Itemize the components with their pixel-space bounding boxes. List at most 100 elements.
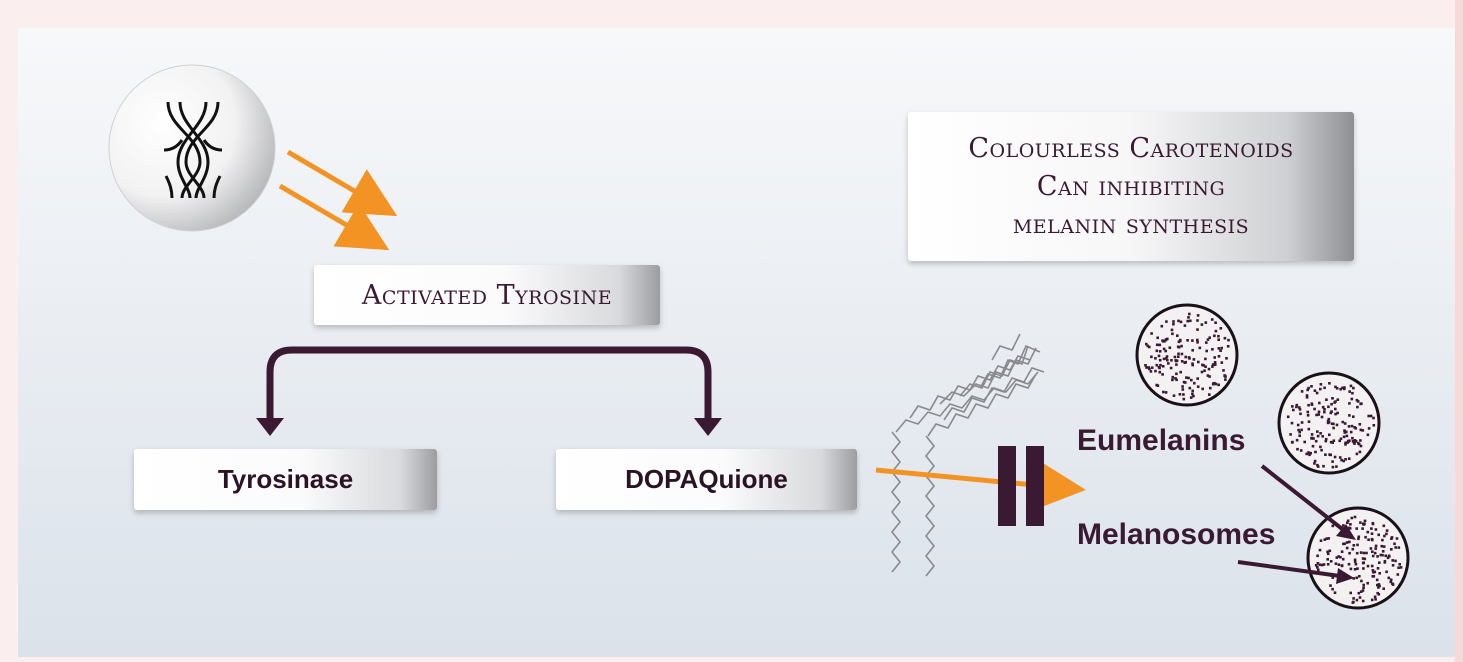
melanosome-dot bbox=[1313, 459, 1317, 463]
melanosome-dot bbox=[1145, 366, 1148, 369]
melanosome-dot bbox=[1150, 366, 1154, 369]
melanosome-dot bbox=[1357, 442, 1361, 446]
melanosome-dot bbox=[1343, 429, 1346, 432]
melanosome-dot bbox=[1382, 587, 1385, 590]
melanosome-dot bbox=[1175, 372, 1178, 376]
melanosome-dot bbox=[1355, 398, 1359, 402]
melanosome-dot bbox=[1357, 537, 1360, 541]
melanosome-dot bbox=[1316, 562, 1320, 565]
melanosome-dot bbox=[1200, 370, 1204, 374]
melanosome-dot bbox=[1310, 433, 1314, 436]
melanosome-dot bbox=[1399, 566, 1403, 569]
melanosome-dot bbox=[1162, 357, 1166, 361]
melanosome-dot bbox=[1347, 425, 1351, 428]
melanosome-dot bbox=[1338, 456, 1342, 459]
melanosome-dot bbox=[1172, 320, 1175, 323]
melanosome-dot bbox=[1328, 549, 1332, 553]
melanosome-dot bbox=[1180, 344, 1183, 348]
melanosome-dot bbox=[1367, 538, 1370, 541]
melanosome-dot bbox=[1326, 563, 1330, 566]
dopaquione-label: DOPAQuione bbox=[625, 464, 788, 494]
melanosome-dot bbox=[1363, 557, 1367, 561]
melanosome-dot bbox=[1317, 413, 1320, 416]
melanosome-dot bbox=[1362, 586, 1365, 589]
melanosome-dot bbox=[1353, 442, 1356, 445]
melanosome-dot bbox=[1324, 453, 1327, 456]
melanosome-dot bbox=[1351, 547, 1355, 551]
melanosome-dot bbox=[1207, 367, 1211, 371]
melanosome-dot bbox=[1358, 423, 1362, 426]
melanosome-dot bbox=[1367, 427, 1371, 430]
melanosome-dot bbox=[1319, 432, 1322, 435]
melanosome-dot bbox=[1349, 591, 1352, 595]
melanosome-dot bbox=[1316, 434, 1320, 438]
melanosome-dot bbox=[1303, 440, 1306, 444]
melanosome-pointer-head bbox=[1336, 568, 1354, 584]
melanosome-dot bbox=[1340, 564, 1344, 568]
melanosome-dot bbox=[1204, 321, 1208, 324]
melanosome-dot bbox=[1156, 336, 1159, 340]
melanosome-dot bbox=[1160, 324, 1164, 328]
melanosome-dot bbox=[1179, 320, 1183, 324]
carotenoids-line-3: melanin synthesis bbox=[1012, 208, 1250, 240]
melanosome-dot bbox=[1353, 568, 1357, 571]
melanosome-dot bbox=[1172, 322, 1175, 326]
melanosome-dot bbox=[1371, 550, 1374, 553]
melanosome-dot bbox=[1196, 338, 1199, 342]
melanosome-dot bbox=[1300, 428, 1303, 432]
melanosome-dot bbox=[1346, 521, 1349, 524]
melanosome-dot bbox=[1354, 562, 1358, 566]
melanosome-dot bbox=[1192, 394, 1195, 398]
melanosome-dot bbox=[1298, 430, 1301, 434]
melanosome-dot bbox=[1210, 318, 1214, 321]
melanosome-dot bbox=[1362, 551, 1366, 555]
eumelanin-pointer-arrow bbox=[1260, 464, 1348, 534]
melanosome-dot bbox=[1289, 433, 1292, 436]
melanosome-dot bbox=[1367, 414, 1370, 418]
activated-tyrosine-label: Activated Tyrosine bbox=[361, 279, 613, 311]
melanosome-dot bbox=[1217, 383, 1220, 387]
melanosome-dot bbox=[1298, 434, 1301, 437]
melanosome-dot bbox=[1185, 376, 1188, 379]
melanosome-dot bbox=[1336, 411, 1339, 415]
melanosome-dot bbox=[1331, 465, 1335, 469]
melanosome-dot bbox=[1320, 415, 1324, 419]
melanosome-dot bbox=[1372, 424, 1376, 427]
melanosome-dot bbox=[1323, 386, 1326, 390]
melanosome-dot bbox=[1354, 440, 1358, 443]
melanosome-dot bbox=[1374, 598, 1377, 601]
melanosome-dot bbox=[1317, 568, 1320, 572]
melanosome-dot bbox=[1155, 363, 1159, 367]
melanosome-dot bbox=[1385, 529, 1389, 532]
melanosome-dot bbox=[1172, 394, 1176, 397]
melanosome-dot bbox=[1305, 452, 1308, 456]
melanosome-dot bbox=[1214, 321, 1217, 324]
melanosome-dot bbox=[1381, 550, 1385, 553]
melanosome-dot bbox=[1176, 345, 1180, 349]
orange-arrow-2 bbox=[278, 183, 390, 251]
melanosome-dot bbox=[1316, 465, 1320, 468]
melanosome-dot bbox=[1324, 439, 1328, 443]
melanosome-dot bbox=[1323, 408, 1326, 411]
melanosome-dot bbox=[1374, 528, 1378, 531]
melanosome-dot bbox=[1165, 355, 1169, 358]
melanosome-dot bbox=[1359, 428, 1363, 432]
melanosome-dot bbox=[1360, 579, 1363, 583]
melanosome-dot bbox=[1357, 591, 1361, 595]
melanosome-dot bbox=[1226, 345, 1230, 348]
melanosome-dot bbox=[1168, 346, 1172, 349]
melanosome-dot bbox=[1331, 397, 1334, 400]
melanosome-dot bbox=[1316, 566, 1319, 569]
melanosome-dot bbox=[1211, 348, 1214, 351]
melanosome-dot bbox=[1334, 385, 1337, 389]
melanosome-dot bbox=[1306, 388, 1309, 392]
melanosome-dot bbox=[1203, 369, 1206, 372]
melanosome-dot bbox=[1337, 563, 1341, 566]
melanosome-dot bbox=[1196, 314, 1200, 317]
melanosome-dot bbox=[1155, 349, 1159, 353]
melanosome-dot bbox=[1372, 571, 1375, 574]
melanosome-dot bbox=[1377, 533, 1380, 537]
melanosome-dot bbox=[1327, 405, 1330, 409]
melanosome-dot bbox=[1362, 567, 1365, 570]
melanosome-dot bbox=[1181, 388, 1185, 391]
